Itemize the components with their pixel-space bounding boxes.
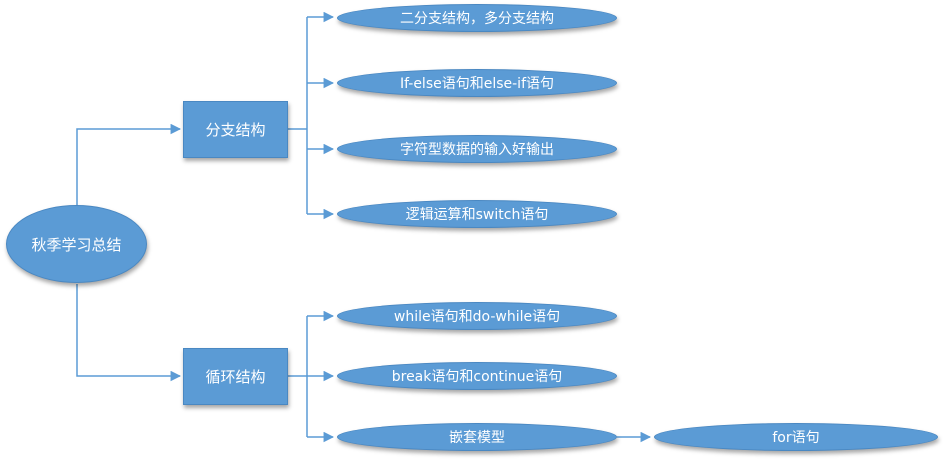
leaf-node[interactable]: 逻辑运算和switch语句	[337, 200, 617, 228]
leaf-label: 字符型数据的输入好输出	[400, 142, 554, 158]
connector-root-branch1	[76, 123, 182, 212]
leaf-label: 嵌套模型	[449, 430, 505, 446]
extra-leaf-label: for语句	[772, 430, 820, 446]
leaf-label: 逻辑运算和switch语句	[405, 207, 549, 223]
leaf-label: If-else语句和else-if语句	[399, 76, 555, 92]
extra-leaf-node[interactable]: for语句	[654, 423, 938, 451]
leaf-node[interactable]: 嵌套模型	[337, 423, 617, 451]
leaf-node[interactable]: 字符型数据的输入好输出	[337, 135, 617, 163]
leaf-label: break语句和continue语句	[391, 369, 563, 385]
branch-label: 分支结构	[205, 121, 266, 139]
branch-node-loop-structure[interactable]: 循环结构	[183, 348, 288, 405]
branch-label: 循环结构	[205, 368, 266, 386]
branch-node-branch-structure[interactable]: 分支结构	[183, 101, 288, 158]
connector-branch1-trunk	[288, 17, 308, 214]
leaf-node[interactable]: 二分支结构，多分支结构	[337, 4, 617, 32]
leaf-node[interactable]: while语句和do-while语句	[337, 302, 617, 330]
leaf-node[interactable]: If-else语句和else-if语句	[337, 69, 617, 97]
root-label: 秋季学习总结	[31, 235, 122, 254]
leaf-label: while语句和do-while语句	[393, 309, 561, 325]
connector-root-branch2	[76, 284, 182, 382]
connector-branch2-trunk	[288, 316, 308, 437]
leaf-label: 二分支结构，多分支结构	[400, 11, 554, 27]
root-node[interactable]: 秋季学习总结	[6, 205, 147, 283]
leaf-node[interactable]: break语句和continue语句	[337, 362, 617, 390]
